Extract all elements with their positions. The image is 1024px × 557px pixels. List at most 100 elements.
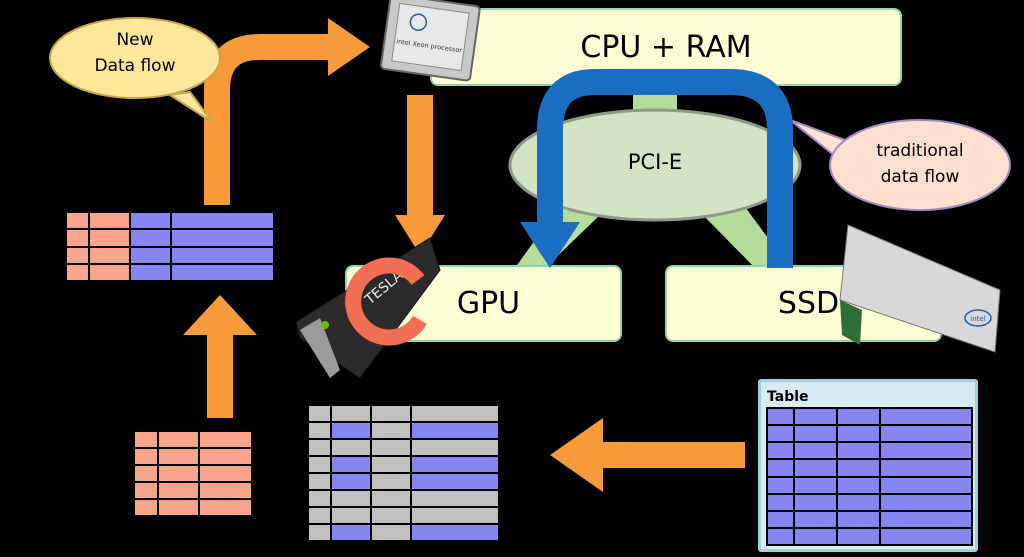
- table-cell: [838, 409, 879, 425]
- table-cell: [90, 247, 129, 263]
- refresh-cycle-icon: [345, 257, 427, 346]
- table-cell: [412, 525, 498, 540]
- new-bubble-tail: [167, 90, 213, 123]
- table-cell: [881, 460, 971, 476]
- table-cell: [135, 483, 157, 498]
- table-cell: [838, 443, 879, 459]
- table-cell: [172, 264, 273, 280]
- table-cell: [200, 432, 251, 447]
- table-cell: [838, 528, 879, 544]
- arrow-head-down: [395, 215, 445, 255]
- table-cell: [200, 483, 251, 498]
- table-cell: [135, 500, 157, 515]
- table-cell: [159, 483, 198, 498]
- ssd-label: SSD: [777, 286, 840, 321]
- table-cell: [67, 247, 88, 263]
- table-cell: [67, 230, 88, 246]
- traditional-flow-bubble: [829, 119, 1011, 211]
- gpu-label: GPU: [456, 286, 521, 321]
- source-table-panel: Table: [758, 379, 978, 552]
- table-cell: [881, 409, 971, 425]
- new-flow-line1: New: [116, 30, 154, 50]
- new-flow-bubble-text: New Data flow: [60, 27, 210, 79]
- table-cell: [172, 230, 273, 246]
- table-cell: [332, 423, 370, 438]
- table-cell: [309, 474, 330, 489]
- table-cell: [90, 213, 129, 229]
- table-cell: [332, 474, 370, 489]
- table-cell: [795, 494, 836, 510]
- table-cell: [412, 406, 498, 421]
- table-cell: [795, 409, 836, 425]
- table-cell: [795, 460, 836, 476]
- table-cell: [200, 449, 251, 464]
- table-cell: [135, 449, 157, 464]
- table-title: Table: [767, 389, 809, 405]
- table-cell: [412, 457, 498, 472]
- table-cell: [135, 432, 157, 447]
- table-cell: [309, 491, 330, 506]
- xeon-cpu-chip: intel Xeon processor: [380, 0, 481, 82]
- table-cell: [838, 460, 879, 476]
- table-cell: [881, 477, 971, 493]
- table-cell: [881, 511, 971, 527]
- table-cell: [309, 525, 330, 540]
- table-cell: [372, 525, 410, 540]
- table-cell: [309, 508, 330, 523]
- table-cell: [131, 264, 170, 280]
- table-cell: [309, 440, 330, 455]
- new-flow-arrows: [204, 34, 745, 468]
- table-cell: [795, 426, 836, 442]
- new-flow-bubble: [49, 17, 221, 99]
- table-cell: [412, 491, 498, 506]
- table-cell: [200, 466, 251, 481]
- table-cell: [372, 508, 410, 523]
- table-cell: [135, 466, 157, 481]
- arrow-heads: [183, 18, 603, 492]
- table-cell: [768, 494, 793, 510]
- table-cell: [838, 511, 879, 527]
- arrow-head-up: [183, 295, 257, 335]
- traditional-line1: traditional: [876, 141, 964, 161]
- filtered-table-middle: [309, 406, 498, 540]
- table-cell: [412, 474, 498, 489]
- table-cell: [838, 494, 879, 510]
- arrow-head-left: [550, 418, 603, 492]
- table-cell: [881, 528, 971, 544]
- converted-table-top: [67, 213, 273, 280]
- table-cell: [372, 423, 410, 438]
- table-cell: [768, 409, 793, 425]
- table-cell: [90, 264, 129, 280]
- table-cell: [881, 443, 971, 459]
- table-cell: [795, 443, 836, 459]
- table-cell: [309, 406, 330, 421]
- table-cell: [768, 511, 793, 527]
- arrow-table-to-cpu: [204, 34, 330, 205]
- table-cell: [795, 477, 836, 493]
- table-cell: [332, 406, 370, 421]
- table-cell: [332, 508, 370, 523]
- source-table-grid: [766, 407, 973, 546]
- table-cell: [795, 511, 836, 527]
- new-flow-line2: Data flow: [94, 56, 176, 76]
- table-cell: [768, 443, 793, 459]
- table-cell: [159, 432, 198, 447]
- cpu-ram-label: CPU + RAM: [580, 29, 752, 65]
- table-cell: [159, 466, 198, 481]
- table-cell: [172, 247, 273, 263]
- table-cell: [67, 213, 88, 229]
- table-cell: [309, 457, 330, 472]
- pcie-bus: [508, 108, 802, 222]
- table-cell: [838, 477, 879, 493]
- table-cell: [768, 460, 793, 476]
- table-cell: [131, 230, 170, 246]
- table-cell: [412, 423, 498, 438]
- table-cell: [412, 440, 498, 455]
- table-cell: [372, 440, 410, 455]
- table-cell: [332, 457, 370, 472]
- table-cell: [768, 528, 793, 544]
- table-cell: [881, 494, 971, 510]
- table-cell: [159, 500, 198, 515]
- cpu-ram-box: CPU + RAM: [430, 8, 902, 86]
- traditional-line2: data flow: [880, 167, 960, 187]
